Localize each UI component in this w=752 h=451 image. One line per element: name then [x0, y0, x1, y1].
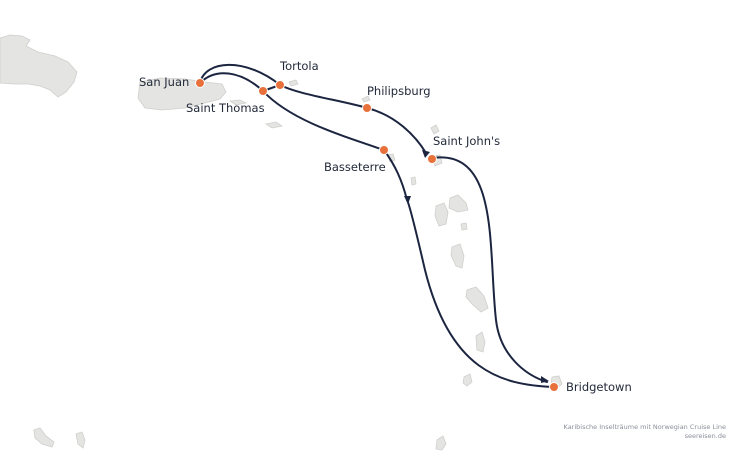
route-bridgetown-basseterre — [406, 199, 555, 388]
port-label-tortola: Tortola — [279, 59, 319, 73]
port-marker-san-juan[interactable] — [195, 78, 205, 88]
arrow-bridgetown — [541, 376, 549, 383]
island-montserrat — [410, 176, 417, 186]
island-grenada — [435, 435, 447, 451]
island-saint-vincent — [462, 373, 473, 387]
island-marie-galante — [460, 222, 468, 231]
port-marker-basseterre[interactable] — [379, 145, 389, 155]
island-anguilla — [361, 95, 371, 103]
credit-source: seereisen.de — [684, 432, 726, 440]
credit-title: Karibische Inselträume mit Norwegian Cru… — [563, 423, 726, 431]
route-tortola-philipsburg — [279, 84, 368, 109]
island-culebra — [264, 121, 284, 129]
route-saint-johns-bridgetown — [431, 156, 548, 383]
port-marker-tortola[interactable] — [275, 80, 285, 90]
land-layer — [0, 34, 563, 451]
port-marker-saint-thomas[interactable] — [258, 86, 268, 96]
route-layer — [199, 64, 555, 388]
port-label-philipsburg: Philipsburg — [367, 84, 431, 98]
island-vieques — [228, 99, 248, 106]
island-barbuda — [430, 124, 440, 135]
map-credit: Karibische Inselträume mit Norwegian Cru… — [564, 423, 726, 441]
island-dominica — [450, 243, 465, 269]
coast-south-islet — [75, 431, 86, 449]
route-saint-thomas-san-juan — [199, 72, 264, 92]
port-label-saint-thomas: Saint Thomas — [186, 101, 265, 115]
ports-layer — [195, 78, 559, 392]
port-label-bridgetown: Bridgetown — [566, 380, 632, 394]
port-marker-saint-johns[interactable] — [427, 154, 437, 164]
island-guadeloupe-east — [448, 194, 469, 213]
labels-layer: San Juan Tortola Saint Thomas Philipsbur… — [139, 59, 632, 394]
port-label-san-juan: San Juan — [139, 75, 189, 89]
route-philipsburg-saint-johns — [366, 107, 427, 154]
island-guadeloupe-west — [434, 202, 449, 227]
port-label-saint-johns: Saint John's — [433, 134, 500, 148]
coast-south-west — [33, 427, 55, 448]
route-basseterre-saint-thomas — [262, 90, 385, 151]
island-hispaniola — [0, 34, 78, 98]
route-san-juan-tortola — [199, 64, 281, 86]
arrow-basseterre-south — [404, 196, 411, 204]
port-label-basseterre: Basseterre — [324, 160, 386, 174]
port-marker-bridgetown[interactable] — [549, 382, 559, 392]
island-saint-lucia — [475, 331, 486, 353]
port-marker-philipsburg[interactable] — [362, 103, 372, 113]
island-virgin-a — [288, 79, 299, 87]
arrow-saint-johns — [422, 150, 430, 158]
island-martinique — [465, 286, 489, 313]
route-basseterre-south — [383, 149, 408, 201]
